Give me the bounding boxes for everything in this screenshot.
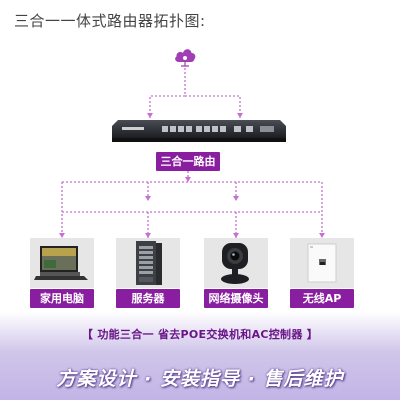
server-tower-icon xyxy=(136,241,162,285)
cloud-to-router-line-right xyxy=(185,95,241,118)
webcam-icon xyxy=(221,243,249,284)
bus-outer-drops xyxy=(61,182,323,238)
router-device xyxy=(112,120,286,142)
bus-inner-drops xyxy=(147,182,237,200)
cloud-to-router-line xyxy=(149,68,186,118)
bus-inner-drops-lower xyxy=(147,212,237,238)
device-label-pc: 家用电脑 xyxy=(30,289,94,308)
wall-ap-icon xyxy=(307,243,337,283)
device-card-pc xyxy=(30,238,94,288)
router-brand-logo xyxy=(122,127,144,130)
device-label-ap: 无线AP xyxy=(290,289,354,308)
laptop-icon xyxy=(34,246,88,280)
device-card-ap xyxy=(290,238,354,288)
cloud-icon xyxy=(175,49,196,67)
router-label: 三合一路由 xyxy=(156,152,220,171)
device-label-server: 服务器 xyxy=(116,289,180,308)
device-card-camera xyxy=(204,238,268,288)
service-banner: 方案设计 · 安装指导 · 售后维护 xyxy=(56,368,344,390)
device-label-camera: 网络摄像头 xyxy=(204,289,268,308)
device-card-server xyxy=(116,238,180,288)
feature-note: 【 功能三合一 省去POE交换机和AC控制器 】 xyxy=(81,328,319,341)
page-title: 三合一一体式路由器拓扑图: xyxy=(14,12,206,30)
